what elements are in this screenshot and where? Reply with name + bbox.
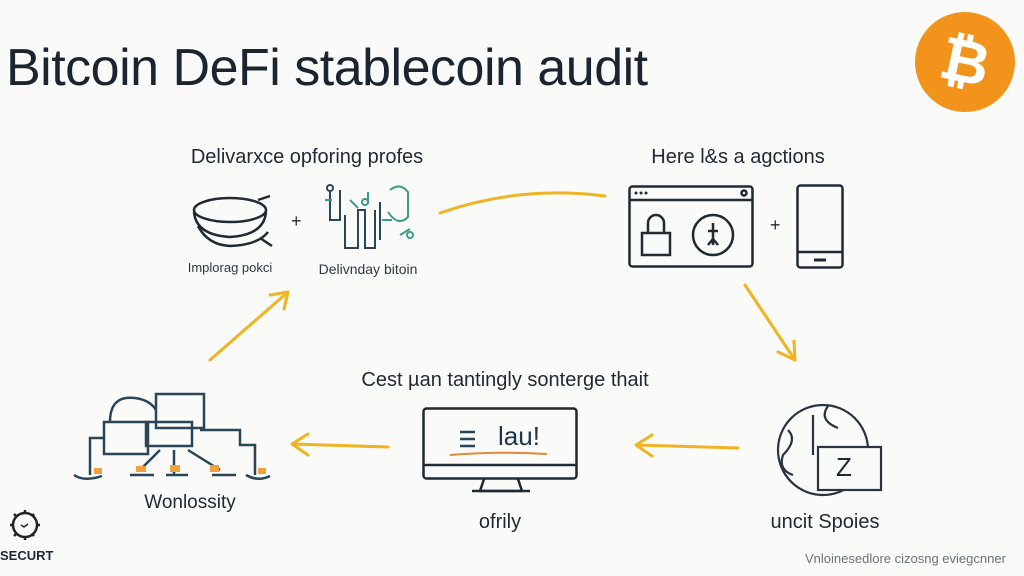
network-devices-icon xyxy=(70,390,275,480)
monitor-icon xyxy=(422,407,578,493)
arrow-down-right xyxy=(743,283,797,362)
coin-stack-icon xyxy=(188,190,278,255)
bitcoin-logo-icon: ₿ xyxy=(915,12,1015,112)
arrow-top-connector xyxy=(438,191,607,215)
plus-sign-2: + xyxy=(770,215,781,235)
globe-document-icon xyxy=(768,400,883,500)
footer-text: Vnloinesedlore cizosng eviegcnner xyxy=(805,551,1006,566)
section-heading-delivery: Delivarxce opforing profes xyxy=(190,146,424,168)
screen-text: lau! xyxy=(498,421,540,451)
page-title: Bitcoin DeFi stablecoin audit xyxy=(6,39,648,97)
security-badge: SECURT xyxy=(0,508,62,568)
caption-center: ofrily xyxy=(478,511,522,533)
badge-label: SECURT xyxy=(0,548,54,563)
smartphone-icon xyxy=(796,184,844,269)
circuit-icon xyxy=(320,180,425,255)
browser-window-icon xyxy=(628,185,754,268)
caption-left: Wonlossity xyxy=(144,492,236,513)
arrow-right-to-center xyxy=(634,433,740,458)
arrow-up-left xyxy=(208,290,290,362)
section-heading-center: Cest µan tantingly sonterge thait xyxy=(361,369,649,391)
arrow-center-to-left xyxy=(290,432,390,457)
caption-right: uncit Spoies xyxy=(770,511,880,533)
plus-sign: + xyxy=(291,211,302,231)
section-heading-actions: Here l&s a agctions xyxy=(651,146,825,168)
globe-glyph: Z xyxy=(836,452,852,482)
label-left: Implorag pokci xyxy=(187,260,273,275)
label-right: Delivnday bitoin xyxy=(318,261,418,277)
